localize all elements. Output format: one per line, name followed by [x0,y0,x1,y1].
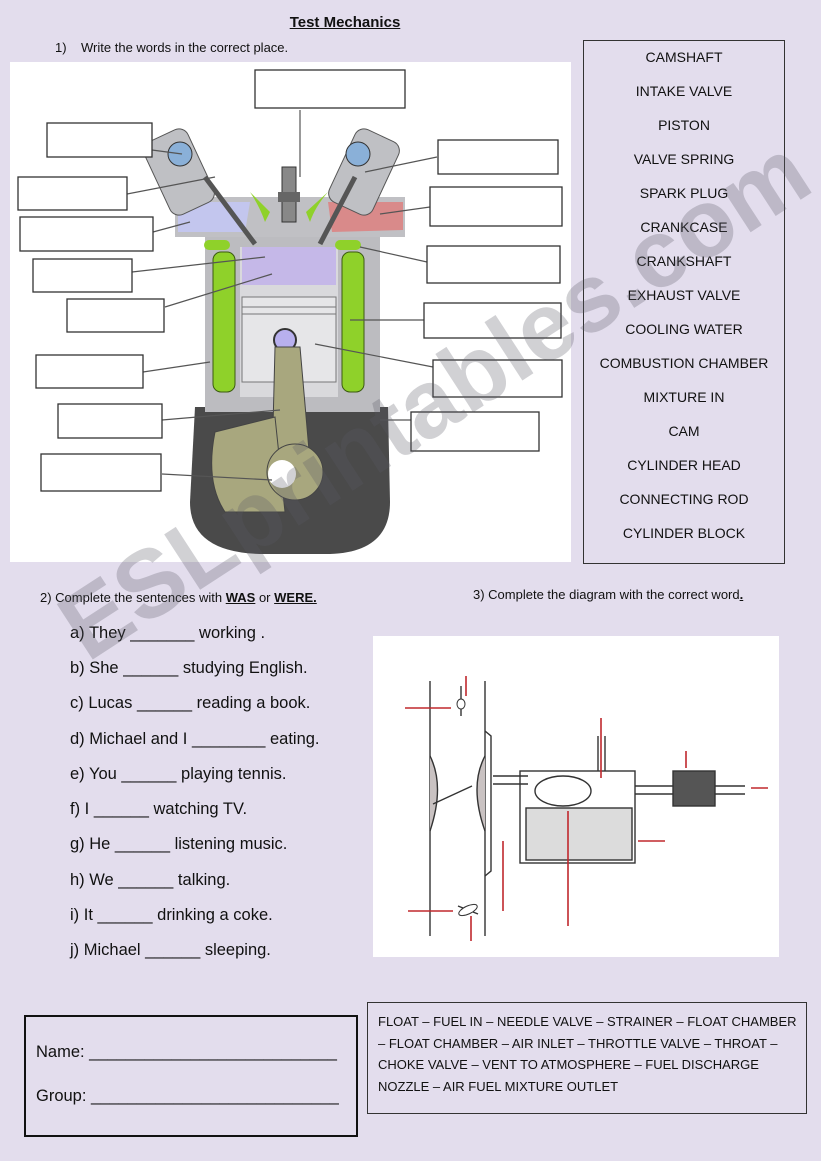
cooling-top-r [306,192,328,222]
sentence-item: i) It ______ drinking a coke. [70,906,273,924]
engine-diagram [10,62,571,562]
was-keyword: WAS [225,590,256,605]
group-field[interactable]: Group: ___________________________ [36,1087,339,1105]
cooling-top-l [250,192,270,222]
carburetor-words: FLOAT – FUEL IN – NEEDLE VALVE – STRAINE… [378,1014,797,1094]
label-arrows [405,676,768,941]
sentence-item: a) They _______ working . [70,624,266,642]
word-bank-item: COMBUSTION CHAMBER [599,355,769,371]
q1-text: Write the words in the correct place. [81,40,289,55]
word-bank-item: CAMSHAFT [645,49,723,65]
word-bank-item: CONNECTING ROD [619,491,749,507]
word-bank-item: CAM [668,423,700,439]
intake-valve-stem [202,175,258,246]
word-bank: CAMSHAFT INTAKE VALVE PISTON VALVE SPRIN… [583,40,785,564]
answer-boxes [17,69,563,492]
word-bank-item: EXHAUST VALVE [627,287,741,303]
word-bank-item: CYLINDER BLOCK [622,525,746,541]
sentence-item: b) She ______ studying English. [70,659,308,677]
engine-illustration [17,69,563,554]
sentence-item: f) I ______ watching TV. [70,800,248,818]
sentence-item: c) Lucas ______ reading a book. [70,694,311,712]
page-title: Test Mechanics [289,14,401,31]
word-bank-item: COOLING WATER [625,321,743,337]
sentence-item: h) We ______ talking. [70,871,231,889]
word-bank-item: CYLINDER HEAD [627,457,741,473]
were-keyword: WERE. [274,590,317,605]
sentence-item: g) He ______ listening music. [70,835,288,853]
student-info-box: Name: ___________________________ Group:… [24,1015,358,1137]
word-bank-item: MIXTURE IN [643,389,725,405]
choke-valve [456,698,466,710]
q1-instruction: 1) Write the words in the correct place. [55,40,288,55]
crankshaft-shape [211,416,286,513]
carburetor-illustration [405,676,768,941]
name-field[interactable]: Name: ___________________________ [36,1043,337,1061]
leader-lines [126,110,438,481]
cooling-head-l [204,240,230,250]
word-bank-item: PISTON [658,117,710,133]
exhaust-port [328,202,403,232]
carburetor-word-bank: FLOAT – FUEL IN – NEEDLE VALVE – STRAINE… [367,1002,807,1114]
q1-number: 1) [55,40,67,55]
q2-instruction: 2) Complete the sentences with WAS or WE… [40,590,317,605]
q3-instruction: 3) Complete the diagram with the correct… [473,587,744,602]
camshaft-left [143,128,215,216]
throttle-valve [458,903,478,917]
word-bank-item: INTAKE VALVE [635,83,733,99]
word-bank-item: CRANKSHAFT [636,253,732,269]
cam-right [345,141,371,167]
word-bank-item: VALVE SPRING [633,151,735,167]
cooling-right [341,251,365,393]
cooling-head-r [335,240,361,250]
exhaust-valve-stem [317,175,358,246]
sentence-item: j) Michael ______ sleeping. [70,941,271,959]
carburetor-diagram [373,636,779,957]
cooling-left [212,251,236,393]
sentence-item: e) You ______ playing tennis. [70,765,287,783]
crank-pin [268,460,296,488]
word-bank-item: SPARK PLUG [639,185,729,201]
word-bank-item: CRANKCASE [640,219,728,235]
sentence-item: d) Michael and I ________ eating. [70,730,320,748]
